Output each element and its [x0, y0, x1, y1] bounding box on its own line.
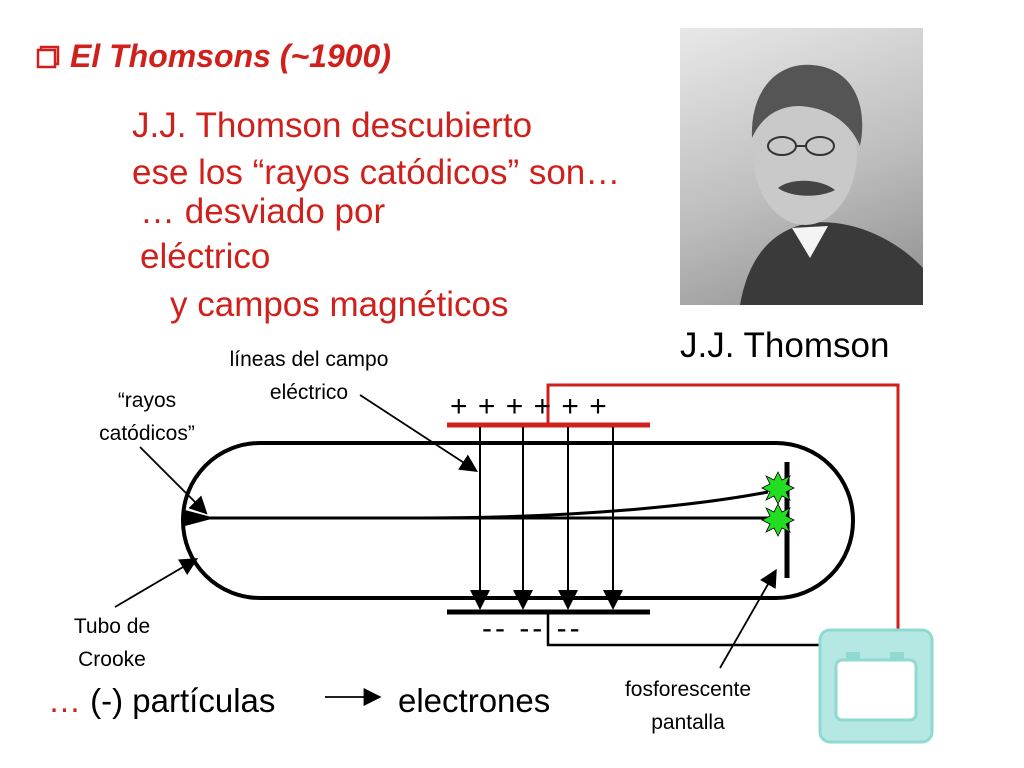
text-line-3: … desviado por [140, 192, 386, 231]
portrait-caption: J.J. Thomson [680, 326, 890, 365]
title-text: El Thomsons (~1900) [70, 38, 391, 74]
arrow-icon [139, 446, 208, 515]
negative-signs: -- -- -- [482, 612, 583, 645]
slide-title: El Thomsons (~1900) [36, 38, 391, 75]
arrow-icon [114, 558, 199, 608]
electric-field-lines [470, 427, 623, 610]
battery-minus: − [848, 660, 864, 690]
phosphor-screen-label: fosforescente pantalla [624, 678, 752, 734]
checkbox-bullet-icon [36, 40, 60, 69]
battery-icon [818, 628, 934, 744]
field-lines-label: líneas del campo eléctrico [229, 348, 389, 404]
conclusion-line: … (-) partículas [48, 682, 275, 720]
text-line-1: J.J. Thomson descubierto [132, 106, 533, 145]
particles-text: (-) partículas [90, 682, 276, 719]
spark-icon [761, 471, 795, 505]
arrow-icon [359, 394, 479, 472]
battery-plus: + [888, 661, 904, 691]
conclusion-ellipsis: … [48, 682, 81, 719]
text-line-2: ese los “rayos catódicos” son… [132, 153, 621, 192]
positive-signs: + + + + + + [450, 390, 608, 423]
spark-icon [761, 503, 795, 537]
text-line-4: eléctrico [140, 237, 271, 276]
crookes-tube [181, 441, 855, 600]
beam-deflected [419, 490, 769, 520]
crookes-tube-label: Tubo de Crooke [73, 615, 151, 671]
portrait-photo [680, 28, 923, 305]
text-line-5: y campos magnéticos [170, 285, 509, 324]
cathode-rays-label: “rayos catódicos” [99, 389, 195, 445]
arrow-icon [719, 568, 777, 669]
negative-wire [546, 614, 860, 658]
electrons-text: electrones [398, 682, 551, 719]
positive-wire [546, 383, 900, 648]
